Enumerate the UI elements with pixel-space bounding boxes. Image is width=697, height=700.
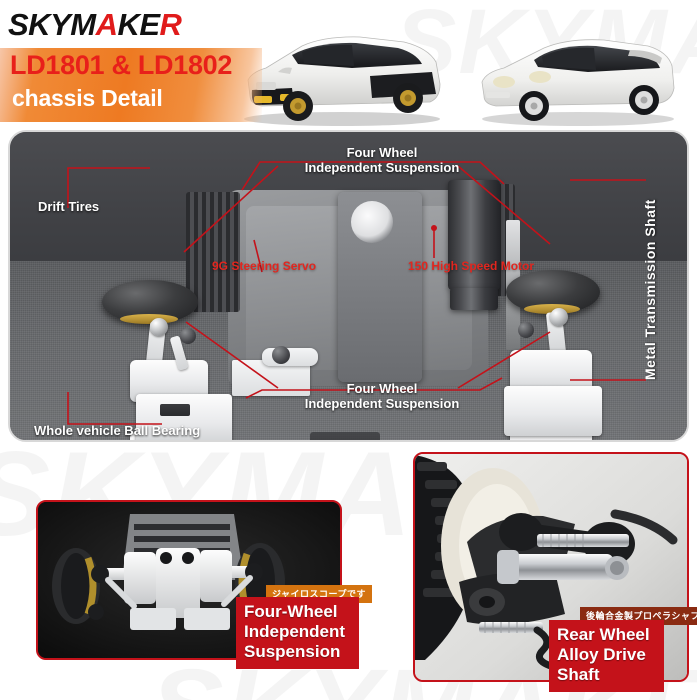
brand-logo: SKYMAKER <box>8 7 182 43</box>
callout-four-wheel-suspension-bottom: Four Wheel Independent Suspension <box>304 381 460 411</box>
detail-panel-suspension <box>36 500 342 660</box>
model-title: LD1801 & LD1802 <box>10 50 233 80</box>
logo-segment-2: KE <box>117 7 160 42</box>
banner-subtitle: chassis Detail <box>12 85 163 111</box>
callout-high-speed-motor: 150 High Speed Motor <box>408 259 535 273</box>
callout-drift-tires: Drift Tires <box>38 199 100 214</box>
callout-four-wheel-suspension-top: Four Wheel Independent Suspension <box>304 145 460 175</box>
callout-ball-bearing: Whole vehicle Ball Bearing <box>34 423 201 438</box>
hero-car-sports-coupe <box>470 20 682 128</box>
label-four-wheel-independent-suspension: Four-Wheel Independent Suspension <box>236 597 360 670</box>
label-rear-wheel-alloy-drive-shaft: Rear Wheel Alloy Drive Shaft <box>549 620 664 693</box>
logo-segment-1: SKYM <box>8 7 96 42</box>
callout-metal-transmission-shaft: Metal Transmission Shaft <box>642 199 658 380</box>
callout-steering-servo: 9G Steering Servo <box>212 259 317 273</box>
logo-accent-a: A <box>95 7 118 42</box>
logo-accent-r: R <box>159 7 182 42</box>
hero-car-hatchback <box>232 22 447 127</box>
title-banner <box>0 48 262 122</box>
chassis-overview-panel: Drift Tires Four Wheel Independent Suspe… <box>8 130 689 442</box>
